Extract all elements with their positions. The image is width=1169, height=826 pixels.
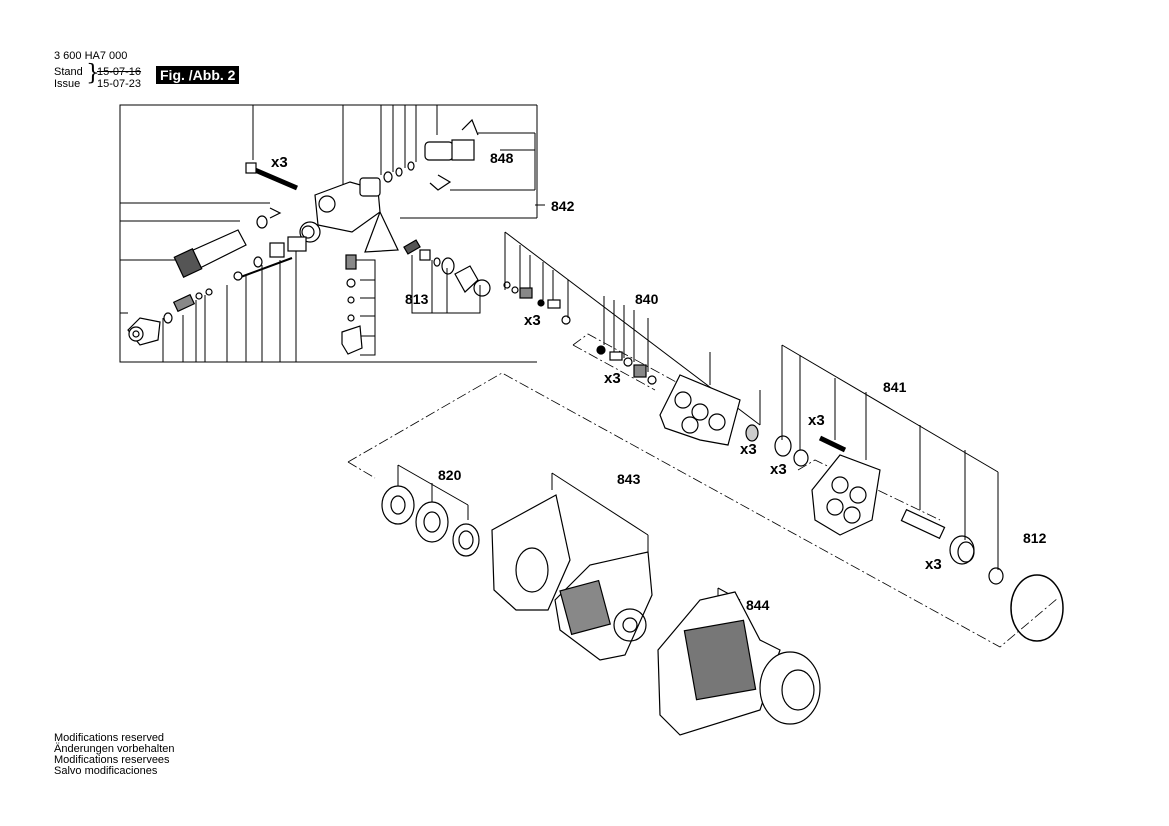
part-813-group bbox=[403, 239, 491, 297]
issue-date: 15-07-23 bbox=[97, 78, 142, 90]
footer-line-fr: Modifications reservees bbox=[54, 754, 170, 766]
qty-marker: x3 bbox=[740, 441, 757, 458]
part-label-820: 820 bbox=[438, 467, 462, 483]
part-label-840: 840 bbox=[635, 291, 659, 307]
part-label-844: 844 bbox=[746, 597, 770, 613]
footer-line-es: Salvo modificaciones bbox=[54, 765, 158, 777]
bearing-shield bbox=[554, 551, 653, 661]
brace-glyph: } bbox=[86, 61, 100, 86]
qty-marker: x3 bbox=[271, 154, 288, 171]
qty-marker: x3 bbox=[925, 556, 942, 573]
stand-date-old: 15-07-16 bbox=[97, 66, 142, 78]
assembly-frame bbox=[119, 104, 537, 363]
part-843-fan-cover bbox=[491, 494, 571, 611]
footer-line-de: Änderungen vorbehalten bbox=[54, 743, 175, 755]
o-ring-812 bbox=[1010, 574, 1064, 642]
part-840-group bbox=[503, 281, 809, 467]
qty-marker: x3 bbox=[770, 461, 787, 478]
part-label-812: 812 bbox=[1023, 530, 1047, 546]
part-label-843: 843 bbox=[617, 471, 641, 487]
qty-marker: x3 bbox=[808, 412, 825, 429]
part-label-841: 841 bbox=[883, 379, 907, 395]
part-label-813: 813 bbox=[405, 291, 429, 307]
upper-assembly-parts bbox=[127, 118, 479, 355]
issue-label: Issue bbox=[54, 78, 81, 90]
figure-label: Fig. /Abb. 2 bbox=[156, 66, 240, 84]
qty-marker: x3 bbox=[524, 312, 541, 329]
stand-label: Stand bbox=[54, 66, 83, 78]
doc-number: 3 600 HA7 000 bbox=[54, 50, 128, 62]
part-820-group bbox=[381, 485, 480, 557]
part-844-motor bbox=[657, 591, 821, 736]
part-label-848: 848 bbox=[490, 150, 514, 166]
qty-marker: x3 bbox=[604, 370, 621, 387]
footer-line-en: Modifications reserved bbox=[54, 732, 165, 744]
part-841-group bbox=[811, 435, 1004, 585]
part-label-842: 842 bbox=[551, 198, 575, 214]
